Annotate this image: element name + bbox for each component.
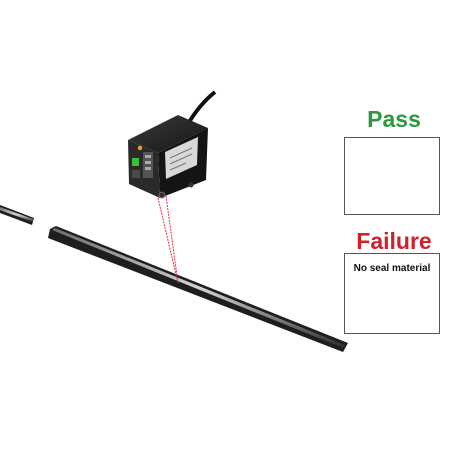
laser-sensor-icon: [128, 90, 217, 199]
indicator-orange-icon: [137, 145, 143, 151]
rail-segment-left: [0, 205, 34, 225]
pass-panel: [344, 137, 440, 215]
failure-panel: No seal material: [344, 253, 440, 334]
pass-title: Pass: [367, 106, 421, 132]
failure-title: Failure: [356, 228, 432, 254]
indicator-green-icon: [132, 158, 139, 166]
laser-beams: [157, 195, 179, 284]
failure-note: No seal material: [353, 263, 431, 274]
rail-main: [48, 226, 348, 352]
